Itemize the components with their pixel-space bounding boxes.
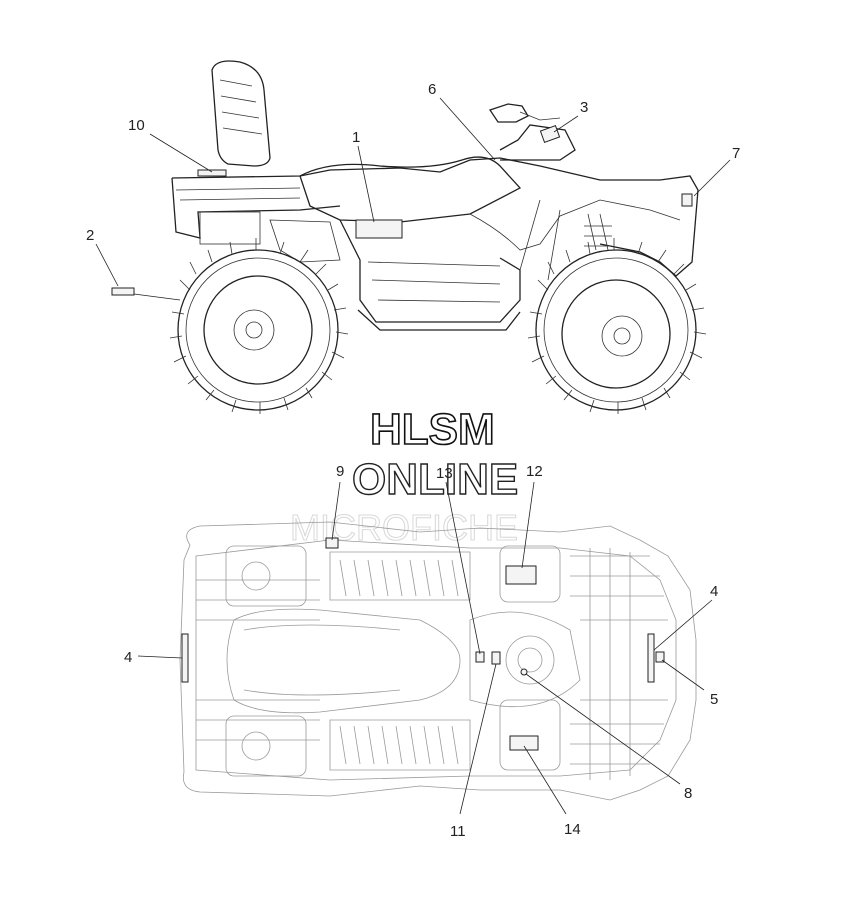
decal-3-side bbox=[539, 124, 561, 144]
decal-4-rear bbox=[181, 633, 189, 683]
callouts-side-view: 1 2 3 6 7 10 bbox=[86, 81, 740, 244]
callout-1: 1 bbox=[352, 129, 360, 146]
atv-side-view bbox=[95, 60, 731, 414]
callout-6: 6 bbox=[428, 81, 436, 98]
decal-12 bbox=[505, 565, 537, 585]
front-wheel bbox=[527, 238, 707, 414]
decal-11 bbox=[491, 651, 501, 665]
callout-8: 8 bbox=[684, 785, 692, 802]
callout-4-right: 4 bbox=[710, 583, 718, 600]
decal-4-front bbox=[647, 633, 655, 683]
callout-14: 14 bbox=[564, 821, 581, 838]
decal-2-side bbox=[111, 287, 135, 296]
callout-10: 10 bbox=[128, 117, 145, 134]
rear-wheel bbox=[169, 238, 349, 414]
decal-7-side bbox=[681, 193, 693, 207]
callouts-top-view: 9 13 12 4 4 5 8 11 14 bbox=[124, 463, 718, 840]
atv-top-view bbox=[137, 481, 713, 815]
callout-5: 5 bbox=[710, 691, 718, 708]
watermark-line1: HLSM bbox=[370, 405, 495, 454]
decal-10-side bbox=[197, 169, 227, 177]
watermark: HLSM ONLINE MICROFICHE bbox=[290, 404, 519, 548]
callout-11: 11 bbox=[450, 823, 466, 840]
callout-7: 7 bbox=[732, 145, 740, 162]
callout-4-left: 4 bbox=[124, 649, 132, 666]
callout-3: 3 bbox=[580, 99, 588, 116]
decal-14 bbox=[509, 735, 539, 751]
decal-5 bbox=[655, 651, 665, 663]
decal-8 bbox=[520, 668, 528, 676]
watermark-line3: MICROFICHE bbox=[290, 507, 518, 548]
callout-13: 13 bbox=[436, 465, 453, 482]
watermark-line2: ONLINE bbox=[352, 455, 518, 504]
callout-2: 2 bbox=[86, 227, 94, 244]
decal-1-side bbox=[355, 219, 403, 239]
callout-12: 12 bbox=[526, 463, 543, 480]
callout-9: 9 bbox=[336, 463, 344, 480]
